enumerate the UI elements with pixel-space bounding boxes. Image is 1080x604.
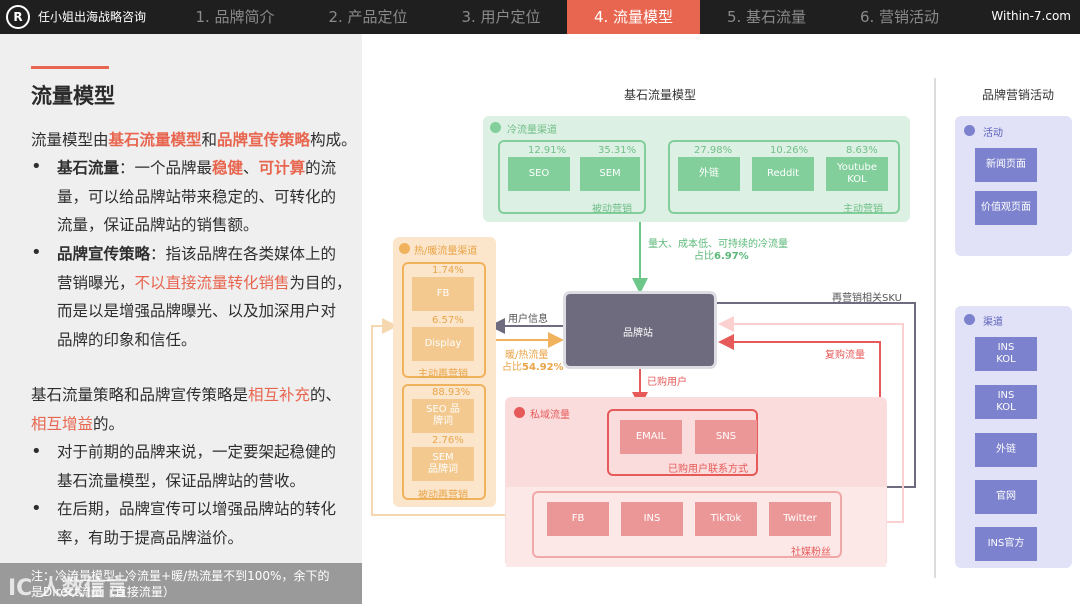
warm-flow-share: 占比54.92% (502, 362, 564, 373)
channel-ins-kol-pill: INS KOL (975, 337, 1037, 371)
tab-traffic-model[interactable]: 4. 流量模型 (567, 0, 700, 34)
reddit-pill: Reddit (752, 157, 814, 191)
activity-header: 活动 (983, 128, 1003, 139)
seo-brand-pill: SEO 品牌词 (412, 399, 474, 433)
sem-brand-pct: 2.76% (432, 435, 464, 446)
title-accent-bar (31, 66, 109, 69)
activity-dot-icon (964, 125, 975, 136)
tab-foundation-traffic[interactable]: 5. 基石流量 (726, 8, 807, 26)
bullet-early-stage: 对于前期的品牌来说，一定要架起稳健的 基石流量模型，保证品牌站的营收。 (57, 443, 337, 490)
channel-ins-official-pill: INS官方 (975, 527, 1037, 561)
diagram-title: 基石流量模型 (624, 88, 697, 102)
side-title: 品牌营销活动 (982, 88, 1055, 102)
left-text-panel (0, 34, 362, 604)
activity-panel (955, 116, 1072, 256)
sem-pct: 35.31% (598, 145, 637, 156)
bullet-later-stage: 在后期，品牌宣传可以增强品牌站的转化 率，有助于提高品牌溢价。 (57, 500, 337, 547)
social-ins-pill: INS (621, 502, 683, 536)
brand-site-node (566, 294, 714, 366)
social-fb-pill: FB (547, 502, 609, 536)
bullet-dot: • (31, 498, 42, 519)
private-dot-icon (514, 407, 525, 418)
repurchase-label: 复购流量 (825, 350, 865, 361)
social-twitter-pill: Twitter (769, 502, 831, 536)
footnote: 注：冷流量模型+冷流量+暖/热流量不到100%，余下的 是Direct流量（直接… (0, 563, 362, 604)
display-pill: Display (412, 327, 474, 361)
bullet-dot: • (31, 441, 42, 462)
news-page-pill: 新闻页面 (975, 148, 1037, 182)
channels-header: 渠道 (983, 317, 1003, 328)
warm-dot-icon (399, 243, 410, 254)
top-nav-bar: R 任小姐出海战略咨询 1. 品牌简介 2. 产品定位 3. 用户定位 4. 流… (0, 0, 1080, 34)
seo-pct: 12.91% (528, 145, 567, 156)
cold-passive-group (498, 140, 646, 214)
brand-name: 任小姐出海战略咨询 (38, 10, 147, 24)
private-header: 私域流量 (530, 410, 570, 421)
sem-pill: SEM (580, 157, 640, 191)
sns-pill: SNS (695, 420, 757, 454)
channel-backlink-pill: 外链 (975, 433, 1037, 467)
cold-dot-icon (490, 122, 501, 133)
cold-active-group (668, 140, 900, 214)
warm-active-group (402, 262, 486, 378)
fb-pct: 1.74% (432, 265, 464, 276)
cold-flow-share: 占比6.97% (694, 251, 749, 262)
warm-passive-group (402, 384, 486, 500)
tab-user-positioning[interactable]: 3. 用户定位 (461, 8, 541, 26)
seo-brand-pct: 88.93% (432, 387, 471, 398)
youtube-kol-pill: Youtube KOL (826, 157, 888, 191)
tab-product-positioning[interactable]: 2. 产品定位 (328, 8, 408, 26)
brand-site-label: 品牌站 (623, 328, 653, 339)
user-info-label: 用户信息 (508, 314, 548, 325)
social-group (532, 491, 842, 558)
tab-brand-intro[interactable]: 1. 品牌简介 (195, 8, 275, 26)
values-page-pill: 价值观页面 (975, 191, 1037, 225)
bullet-foundation-traffic: 基石流量：一个品牌最稳健、可计算的流 量，可以给品牌站带来稳定的、可转化的 流量… (57, 159, 337, 234)
cold-active-label: 主动营销 (843, 204, 883, 215)
cold-flow-note: 量大、成本低、可持续的冷流量 (648, 239, 788, 250)
backlink-pct: 27.98% (694, 145, 733, 156)
bullet-dot: • (31, 242, 42, 263)
channel-ins-kol-pill: INS KOL (975, 385, 1037, 419)
fb-pill: FB (412, 277, 474, 311)
page-title: 流量模型 (31, 84, 115, 108)
email-pill: EMAIL (620, 420, 682, 454)
channel-website-pill: 官网 (975, 480, 1037, 514)
channels-dot-icon (964, 314, 975, 325)
contact-label: 已购用户联系方式 (668, 464, 748, 475)
sem-brand-pill: SEM 品牌词 (412, 447, 474, 481)
contact-group (607, 409, 758, 476)
warm-flow-label: 暖/热流量 (505, 350, 549, 361)
seo-pill: SEO (508, 157, 570, 191)
reddit-pct: 10.26% (770, 145, 809, 156)
tab-marketing-activities[interactable]: 6. 营销活动 (859, 8, 940, 26)
display-pct: 6.57% (432, 315, 464, 326)
brand-logo-icon: R (6, 5, 30, 29)
intro-paragraph: 流量模型由基石流量模型和品牌宣传策略构成。 (31, 131, 357, 149)
warm-header: 热/暖流量渠道 (414, 246, 478, 257)
purchased-users-label: 已购用户 (647, 377, 687, 388)
social-tiktok-pill: TikTok (695, 502, 757, 536)
website-link[interactable]: Within-7.com (991, 9, 1071, 23)
cold-passive-label: 被动营销 (592, 204, 632, 215)
bullet-dot: • (31, 156, 42, 177)
social-label: 社媒粉丝 (791, 547, 831, 558)
complement-paragraph: 基石流量策略和品牌宣传策略是相互补充的、 相互增益的。 (31, 386, 342, 433)
cold-header: 冷流量渠道 (507, 125, 557, 136)
watermark-logo: IC 人数信言 (8, 576, 128, 601)
bullet-brand-strategy: 品牌宣传策略：指该品牌在各类媒体上的 营销曝光，不以直接流量转化销售为目的， 而… (57, 245, 352, 349)
remarketing-sku-label: 再营销相关SKU (832, 293, 902, 304)
divider (934, 78, 936, 578)
youtube-pct: 8.63% (846, 145, 878, 156)
backlink-pill: 外链 (678, 157, 740, 191)
warm-active-label: 主动再营销 (418, 369, 468, 380)
warm-passive-label: 被动再营销 (418, 490, 468, 501)
